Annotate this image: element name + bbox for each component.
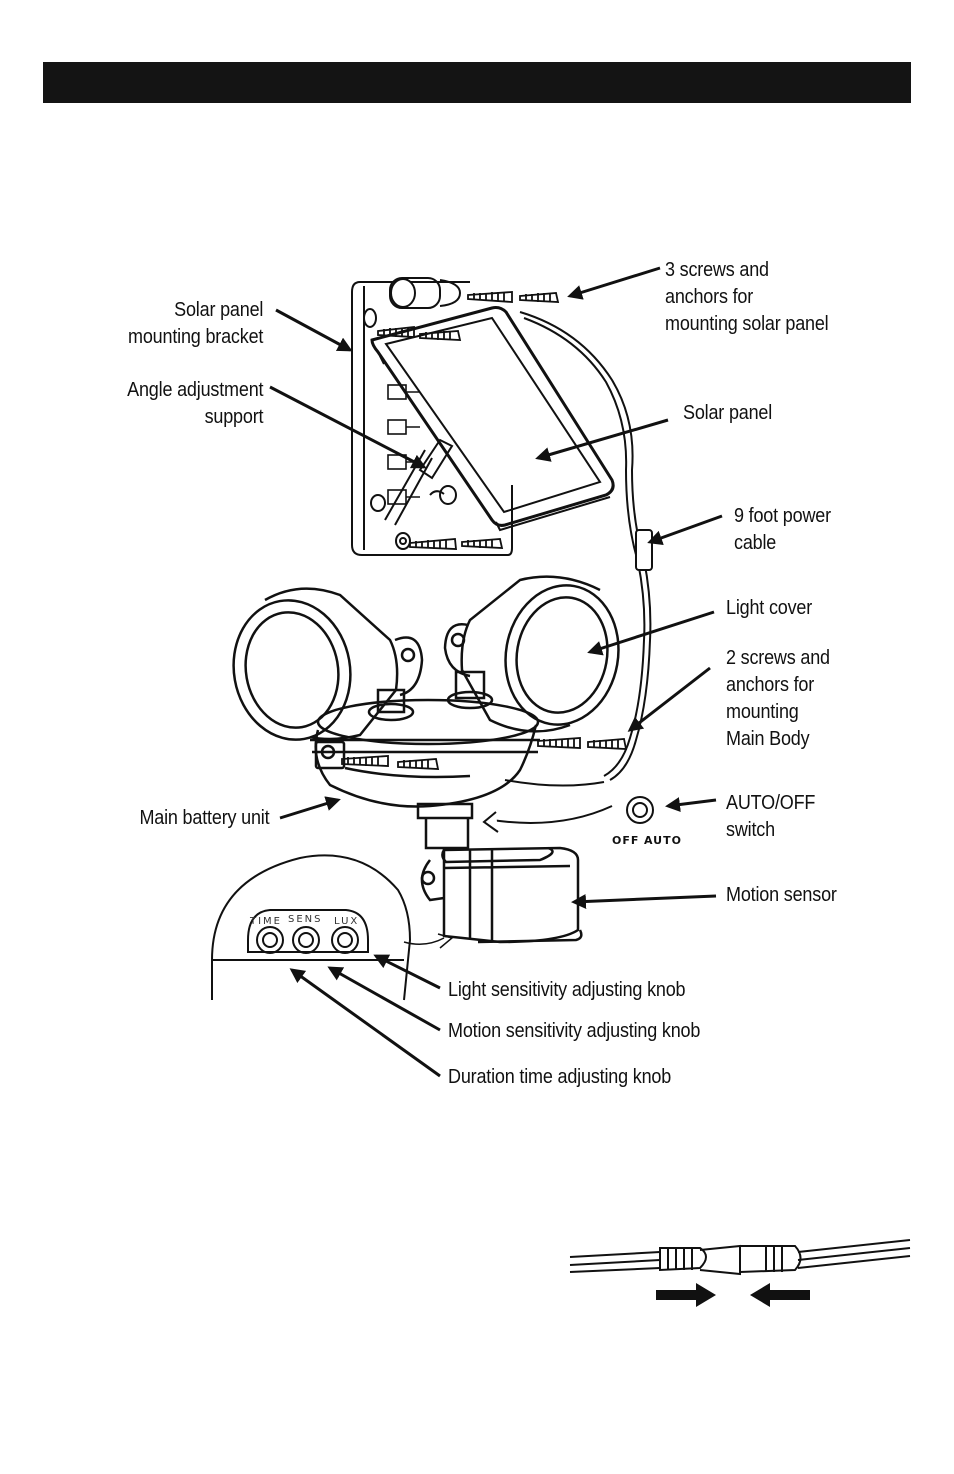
label-light-sensitivity-knob: Light sensitivity adjusting knob: [448, 979, 686, 1001]
label-solar-panel: Solar panel: [683, 402, 773, 424]
arrow-duration-knob: [289, 968, 441, 1078]
arrow-motion-knob: [327, 966, 441, 1032]
lamp-heads-drawing: [232, 575, 620, 741]
connector-arrows: [656, 1283, 810, 1307]
arrow-screws-main: [627, 666, 711, 732]
arrow-solar-bracket: [275, 308, 353, 352]
label-solar-screws: 3 screws and anchors for mounting solar …: [665, 259, 829, 335]
label-light-cover: Light cover: [726, 597, 813, 619]
label-auto-off-switch: AUTO/OFF switch: [726, 792, 816, 841]
arrow-angle-support: [269, 385, 427, 469]
label-main-body-screws: 2 screws and anchors for mounting Main B…: [726, 647, 830, 750]
switch-label-off: OFF: [612, 834, 640, 847]
main-screws-drawing: [341, 737, 628, 770]
label-motion-sensitivity-knob: Motion sensitivity adjusting knob: [448, 1020, 701, 1042]
leader-arrows: [269, 266, 723, 1078]
arrow-light-cover: [587, 610, 715, 656]
label-angle-adjustment-support: Angle adjustment support: [126, 379, 263, 428]
knob-label-lux: LUX: [334, 916, 360, 927]
main-body-drawing: [310, 698, 540, 850]
arrow-motion-sensor: [571, 894, 717, 909]
label-motion-sensor: Motion sensor: [726, 884, 837, 906]
knob-label-sens: SENS: [288, 914, 323, 925]
switch-label-auto: AUTO: [644, 834, 682, 847]
section-header-bar: [43, 62, 911, 103]
arrow-main-battery: [279, 796, 341, 820]
solar-screws-drawing: [377, 291, 560, 550]
solar-panel-drawing: [370, 306, 615, 532]
knob-label-time: TIME: [250, 916, 283, 927]
arrow-light-knob: [373, 954, 441, 990]
cable-connector-drawing: [569, 1239, 911, 1276]
arrow-auto-off: [665, 797, 717, 812]
arrow-power-cable: [647, 514, 723, 545]
label-main-battery-unit: Main battery unit: [138, 807, 269, 829]
label-power-cable: 9 foot power cable: [734, 505, 831, 554]
arrow-screws-solar: [567, 266, 661, 300]
auto-off-switch-drawing: [482, 796, 654, 833]
label-duration-time-knob: Duration time adjusting knob: [448, 1066, 672, 1088]
arrow-solar-panel: [535, 418, 669, 462]
motion-sensor-drawing: [420, 846, 583, 944]
label-solar-panel-mounting-bracket: Solar panel mounting bracket: [127, 299, 263, 348]
knob-panel-inset: [211, 854, 454, 1001]
